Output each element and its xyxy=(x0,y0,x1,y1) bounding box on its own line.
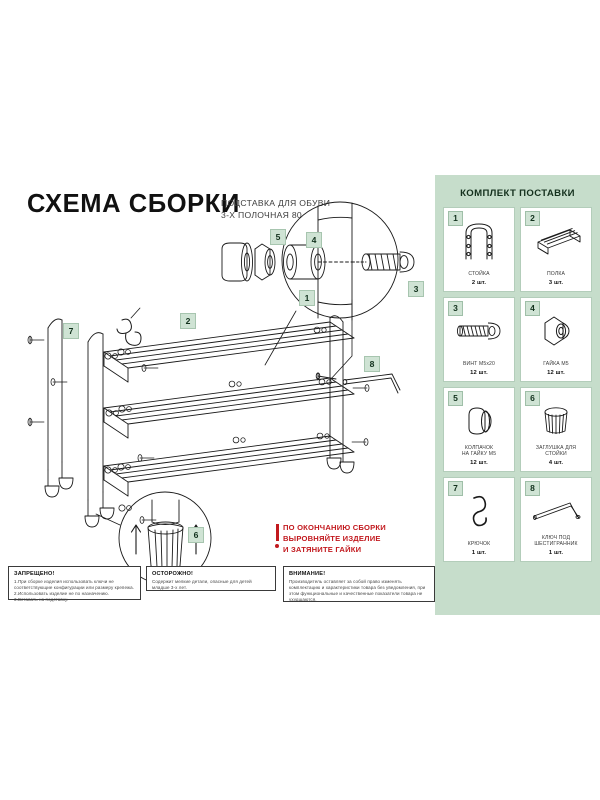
warning-caution-heading: ОСТОРОЖНО! xyxy=(152,571,194,577)
red-notice-line-1: ПО ОКОНЧАНИЮ СБОРКИ xyxy=(283,523,386,532)
nut-cap-icon xyxy=(444,399,514,443)
shelf-top xyxy=(103,321,355,369)
subtitle-line-1: ПОДСТАВКА ДЛЯ ОБУВИ xyxy=(221,198,331,208)
page-title: СХЕМА СБОРКИ xyxy=(27,190,240,218)
hook-part xyxy=(116,318,142,346)
frame-post-icon xyxy=(444,219,514,263)
assembly-drawing xyxy=(27,201,415,585)
fastener-group xyxy=(27,326,370,524)
callout-chip-1: 1 xyxy=(299,290,315,306)
warning-forbidden-list: 1.При сборке изделия использовать ключи … xyxy=(14,579,135,603)
callout-chip-6: 6 xyxy=(188,527,204,543)
part-quantity-label: 12 шт. xyxy=(470,370,488,376)
part-number-badge: 5 xyxy=(448,391,463,406)
parts-list-title: КОМПЛЕКТ ПОСТАВКИ xyxy=(460,188,575,199)
subtitle-line-2: 3-Х ПОЛОЧНАЯ 80 xyxy=(221,210,302,221)
hex-key-part xyxy=(315,372,401,394)
part-quantity-label: 3 шт. xyxy=(548,280,564,286)
shelf-icon xyxy=(521,219,591,263)
warning-attention-heading: ВНИМАНИЕ! xyxy=(289,571,326,577)
part-number-badge: 7 xyxy=(448,481,463,496)
screw-icon xyxy=(444,309,514,353)
callout-chip-2: 2 xyxy=(180,313,196,329)
callout-chip-3: 3 xyxy=(408,281,424,297)
hex-key-icon xyxy=(521,489,591,533)
nut-icon xyxy=(521,309,591,353)
part-name-label: КРЮЧОК xyxy=(467,540,491,547)
warning-forbidden-item: 3.Вставать на подставку. xyxy=(14,596,69,602)
part-number-badge: 8 xyxy=(525,481,540,496)
part-number-badge: 2 xyxy=(525,211,540,226)
warning-forbidden-heading: ЗАПРЕЩЕНО! xyxy=(14,571,55,577)
part-number-badge: 4 xyxy=(525,301,540,316)
hook-icon xyxy=(444,489,514,533)
callout-chip-8: 8 xyxy=(364,356,380,372)
part-quantity-label: 12 шт. xyxy=(547,370,565,376)
shelf-bottom xyxy=(103,435,355,483)
part-quantity-label: 12 шт. xyxy=(470,460,488,466)
warning-caution-text: Содержит мелкие детали, опасные для дете… xyxy=(152,579,252,590)
warning-attention: ВНИМАНИЕ! Производитель оставляет за соб… xyxy=(283,566,435,602)
product-subtitle: ПОДСТАВКА ДЛЯ ОБУВИ 3-Х ПОЛОЧНАЯ 80 xyxy=(221,197,330,221)
callout-chip-5: 5 xyxy=(270,229,286,245)
part-name-label: СТОЙКА xyxy=(468,270,490,277)
leg-plug-icon xyxy=(521,399,591,443)
part-number-badge: 6 xyxy=(525,391,540,406)
red-notice-line-3: И ЗАТЯНИТЕ ГАЙКИ xyxy=(283,544,362,554)
part-number-badge: 3 xyxy=(448,301,463,316)
assembly-diagram: 1 2 3 4 5 6 7 8 xyxy=(0,170,440,590)
warning-attention-text: Производитель оставляет за собой право и… xyxy=(289,579,426,602)
callout-chip-4: 4 xyxy=(306,232,322,248)
part-name-label: ГАЙКА М5 xyxy=(543,360,569,367)
shelf-middle xyxy=(103,377,355,425)
warning-forbidden-item: 1.При сборке изделия использовать ключи … xyxy=(14,579,135,590)
warning-caution: ОСТОРОЖНО! Содержит мелкие детали, опасн… xyxy=(146,566,276,591)
part-quantity-label: 1 шт. xyxy=(548,550,564,556)
part-quantity-label: 4 шт. xyxy=(548,460,564,466)
part-quantity-label: 1 шт. xyxy=(471,550,487,556)
warning-forbidden-item: 2.Использовать изделие не по назначению. xyxy=(14,590,110,596)
part-number-badge: 1 xyxy=(448,211,463,226)
notice-dot-icon xyxy=(275,544,280,549)
callout-chip-7: 7 xyxy=(63,323,79,339)
warning-forbidden: ЗАПРЕЩЕНО! 1.При сборке изделия использо… xyxy=(8,566,141,603)
notice-bar-icon xyxy=(276,524,279,541)
part-name-label: ВИНТ М5х20 xyxy=(462,360,496,367)
part-quantity-label: 2 шт. xyxy=(471,280,487,286)
final-assembly-notice: ПО ОКОНЧАНИЮ СБОРКИ ВЫРОВНЯЙТЕ ИЗДЕЛИЕ И… xyxy=(275,523,435,556)
part-name-label: ПОЛКА xyxy=(546,270,566,277)
red-notice-line-2: ВЫРОВНЯЙТЕ ИЗДЕЛИЕ xyxy=(283,533,381,543)
